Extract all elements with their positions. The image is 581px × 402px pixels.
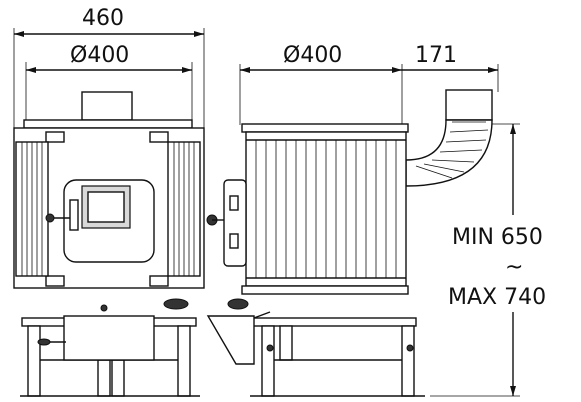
front-diameter-label: Ø400 (70, 43, 129, 68)
front-door (45, 179, 155, 263)
front-flue-collar (81, 91, 133, 121)
side-flue-elbow (405, 89, 493, 187)
dim-front-diameter: Ø400 (25, 43, 193, 125)
side-top-plate (241, 123, 409, 133)
side-bolt-icon (406, 344, 414, 352)
side-ash-box (206, 315, 255, 365)
front-view: 460 Ø400 (13, 6, 205, 397)
front-lug (149, 275, 169, 287)
air-control-icon (163, 298, 189, 310)
front-right-fins (167, 141, 201, 277)
ash-box-knob-icon (100, 304, 108, 312)
height-min-label: MIN 650 (452, 225, 543, 250)
side-bolt-icon (266, 344, 274, 352)
handle-knob-icon (45, 213, 55, 223)
height-tilde-label: ~ (505, 255, 523, 280)
dim-flue-offset: 171 (402, 43, 499, 92)
front-lug (45, 275, 65, 287)
ash-box (63, 315, 155, 361)
front-top-plate (23, 119, 193, 129)
side-bottom-plate (241, 285, 409, 295)
dim-side-diameter: Ø400 (239, 43, 403, 125)
side-door (206, 179, 247, 267)
side-base (206, 298, 425, 397)
side-view: Ø400 171 (206, 43, 546, 397)
overall-width-label: 460 (82, 6, 124, 31)
front-base (20, 298, 200, 397)
side-fins (245, 131, 407, 287)
front-left-fins (15, 141, 49, 277)
side-diameter-label: Ø400 (283, 43, 342, 68)
front-lug (45, 131, 65, 143)
damper-handle-icon (37, 338, 51, 346)
flue-offset-label: 171 (415, 43, 457, 68)
dim-height: MIN 650 ~ MAX 740 (430, 123, 546, 397)
side-air-control-icon (227, 298, 249, 310)
dim-overall-width: 460 (13, 6, 205, 135)
height-max-label: MAX 740 (448, 285, 546, 310)
front-lug (149, 131, 169, 143)
